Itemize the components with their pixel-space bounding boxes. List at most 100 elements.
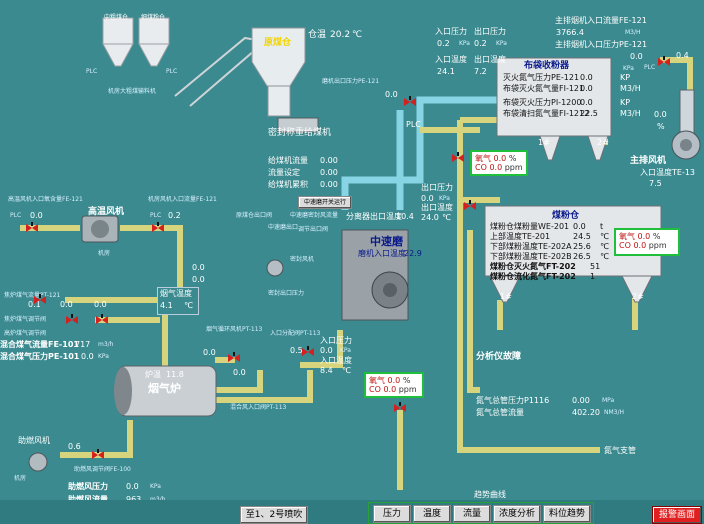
mill-outlet-temp-label: 分离器出口温度 bbox=[346, 212, 402, 221]
bag-row-1-unit: KP bbox=[620, 73, 631, 82]
feeder-row-2-label: 流量设定 bbox=[268, 168, 300, 177]
mill-o2-unit: % bbox=[402, 376, 411, 385]
powder-row-3-label: 下部煤粉温度TE-202A bbox=[490, 242, 572, 251]
tab-flow[interactable]: 流量 bbox=[453, 505, 491, 523]
exhaust-flow-value: 3766.4 bbox=[556, 28, 584, 37]
bag-row-2-label: 布袋灭火氮气量FI-121 bbox=[503, 84, 585, 93]
combustion-press-value: 0.0 bbox=[126, 482, 139, 491]
n2-branch-label: 氮气支管 bbox=[604, 446, 636, 455]
powder-row-2-label: 上部温度TE-201 bbox=[490, 232, 551, 241]
furnace-text-2: 入口分配阀PT-113 bbox=[270, 330, 321, 337]
bag-row-3-value: 0.0 bbox=[580, 98, 593, 107]
n2-flow-label: 氮气总管流量 bbox=[476, 408, 524, 417]
mill-mid-label-2: 磨机出口压力PE-121 bbox=[322, 78, 380, 85]
analyzer-fault: 分析仪故障 bbox=[476, 352, 522, 362]
exhaust-fan-title: 主排风机 bbox=[630, 156, 667, 166]
valve-icon[interactable] bbox=[464, 200, 476, 212]
bag-row-2-unit: M3/H bbox=[620, 84, 641, 93]
plc-a: PLC bbox=[10, 212, 22, 219]
combustion-press-unit: KPa bbox=[150, 483, 161, 490]
left-line-3: 高炉煤气调节阀 bbox=[4, 330, 47, 337]
small-fan-sub: 机房 bbox=[14, 475, 27, 482]
valve-icon[interactable] bbox=[452, 152, 464, 164]
tab-level-trend[interactable]: 料位趋势 bbox=[543, 505, 591, 523]
valve-icon[interactable] bbox=[96, 314, 108, 326]
feeder-row-1-label: 给煤机流量 bbox=[268, 156, 308, 165]
mill-valve-label: 调节出口阀 bbox=[298, 226, 329, 233]
mill-inlet-press-unit: KPa bbox=[340, 347, 351, 354]
left-line-2: 焦炉煤气调节阀 bbox=[4, 316, 47, 323]
powder-row-5-value: 51 bbox=[590, 262, 601, 271]
bin-label: 原煤仓 bbox=[264, 38, 292, 48]
valve-icon[interactable] bbox=[66, 314, 78, 326]
feeder-title: 密封称重给煤机 bbox=[268, 128, 332, 138]
footer-bar bbox=[0, 500, 704, 524]
tab-temperature[interactable]: 温度 bbox=[413, 505, 451, 523]
valve-icon[interactable] bbox=[228, 352, 240, 364]
hot-fan-sub: 机房 bbox=[98, 250, 111, 257]
powder-row-4-label: 下部煤粉温度TE-202B bbox=[490, 252, 572, 261]
powder-hopper-2: 2# bbox=[632, 292, 644, 301]
exhaust-press-label: 主排烟机入口压力PE-121 bbox=[555, 40, 648, 49]
powder-o2-unit: % bbox=[652, 232, 661, 241]
bag-o2-unit: % bbox=[508, 154, 517, 163]
flue-temp-value: 4.1 bbox=[160, 301, 173, 310]
mill-inlet-temp-label: 入口温度 bbox=[320, 356, 352, 365]
valve-icon[interactable] bbox=[404, 96, 416, 108]
valve-icon[interactable] bbox=[394, 402, 406, 414]
mill-mid-label-1: 中速磨出口 bbox=[268, 224, 299, 231]
valve-icon[interactable] bbox=[26, 222, 38, 234]
valve-icon[interactable] bbox=[658, 56, 670, 68]
left-top-line-2: 机房风机入口流量FE-121 bbox=[148, 196, 217, 203]
alarm-button[interactable]: 报警画面 bbox=[652, 506, 702, 524]
valve-icon[interactable] bbox=[92, 449, 104, 461]
exhaust-fan-pressure: 0.4 bbox=[676, 51, 689, 60]
bag-co-unit: ppm bbox=[504, 163, 523, 172]
bag-row-4-label: 布袋清扫氮气量FI-1212 bbox=[503, 109, 590, 118]
mill-inlet-press-value: 0.0 bbox=[320, 346, 333, 355]
bag-gas-box: 氧气 0.0 % CO 0.0 ppm bbox=[470, 150, 528, 176]
furnace-text-1: 烟气循环风机PT-113 bbox=[206, 326, 263, 333]
valve-icon[interactable] bbox=[34, 294, 46, 306]
left-v2: 0.0 bbox=[192, 275, 205, 284]
mill-title: 中速磨 bbox=[370, 235, 403, 248]
mill-inlet-temp-unit: ℃ bbox=[342, 366, 351, 375]
mill-o2-label: 氧气 bbox=[369, 376, 385, 385]
valve-icon[interactable] bbox=[302, 346, 314, 358]
exhaust-press-unit: KPa bbox=[623, 65, 634, 72]
powder-row-3-value: 25.6 bbox=[573, 242, 591, 251]
bag-outlet-pressure-value: 0.2 bbox=[474, 39, 487, 48]
mill-kpa: KPa bbox=[439, 195, 450, 202]
gas-press-label: 混合煤气压力PE-101 bbox=[0, 352, 80, 361]
mill-outlet-temp2-value: 24.0 bbox=[421, 213, 439, 222]
mill-run-button[interactable]: 中速磨开关运行 bbox=[298, 196, 352, 209]
bag-inlet-pressure-label: 入口压力 bbox=[435, 27, 467, 36]
bag-inlet-temp-value: 24.1 bbox=[437, 67, 455, 76]
silo2-label: 细煤粉仓 bbox=[141, 14, 166, 21]
gas-press-unit: KPa bbox=[98, 353, 109, 360]
powder-co-label: CO bbox=[619, 241, 631, 250]
exhaust-mid-unit: % bbox=[657, 122, 665, 131]
powder-row-1-value: 0.0 bbox=[573, 222, 586, 231]
mill-sealed-flow: 中速磨密封风流量 bbox=[290, 212, 339, 219]
powder-row-2-value: 24.5 bbox=[573, 232, 591, 241]
mill-co-label: CO bbox=[369, 385, 381, 394]
furnace-inlet-label: 混合风入口阀PT-113 bbox=[230, 404, 287, 411]
bag-row-4-value: 22.5 bbox=[580, 109, 598, 118]
tab-concentration[interactable]: 浓度分析 bbox=[493, 505, 541, 523]
mill-outlet-temp2-label: 出口温度 bbox=[421, 203, 453, 212]
injection-button[interactable]: 至1、2号喷吹 bbox=[240, 506, 308, 524]
exhaust-fan-plc: PLC bbox=[644, 64, 656, 71]
bag-kpa-2: KPa bbox=[496, 40, 507, 47]
valve-icon[interactable] bbox=[152, 222, 164, 234]
furnace-val-2: 0.5 bbox=[290, 346, 303, 355]
feeder-row-3-label: 给煤机累积 bbox=[268, 180, 308, 189]
exhaust-inlet-temp-label: 入口温度TE-13 bbox=[640, 168, 696, 177]
feeder-row-2-value: 0.00 bbox=[320, 168, 338, 177]
left-val-2: 0.0 bbox=[60, 300, 73, 309]
combustion-valve-label: 助燃风调节阀FE-100 bbox=[74, 466, 131, 473]
n2-press-value: 0.00 bbox=[572, 396, 590, 405]
tab-pressure[interactable]: 压力 bbox=[373, 505, 411, 523]
left-val-1: 0.1 bbox=[28, 300, 41, 309]
